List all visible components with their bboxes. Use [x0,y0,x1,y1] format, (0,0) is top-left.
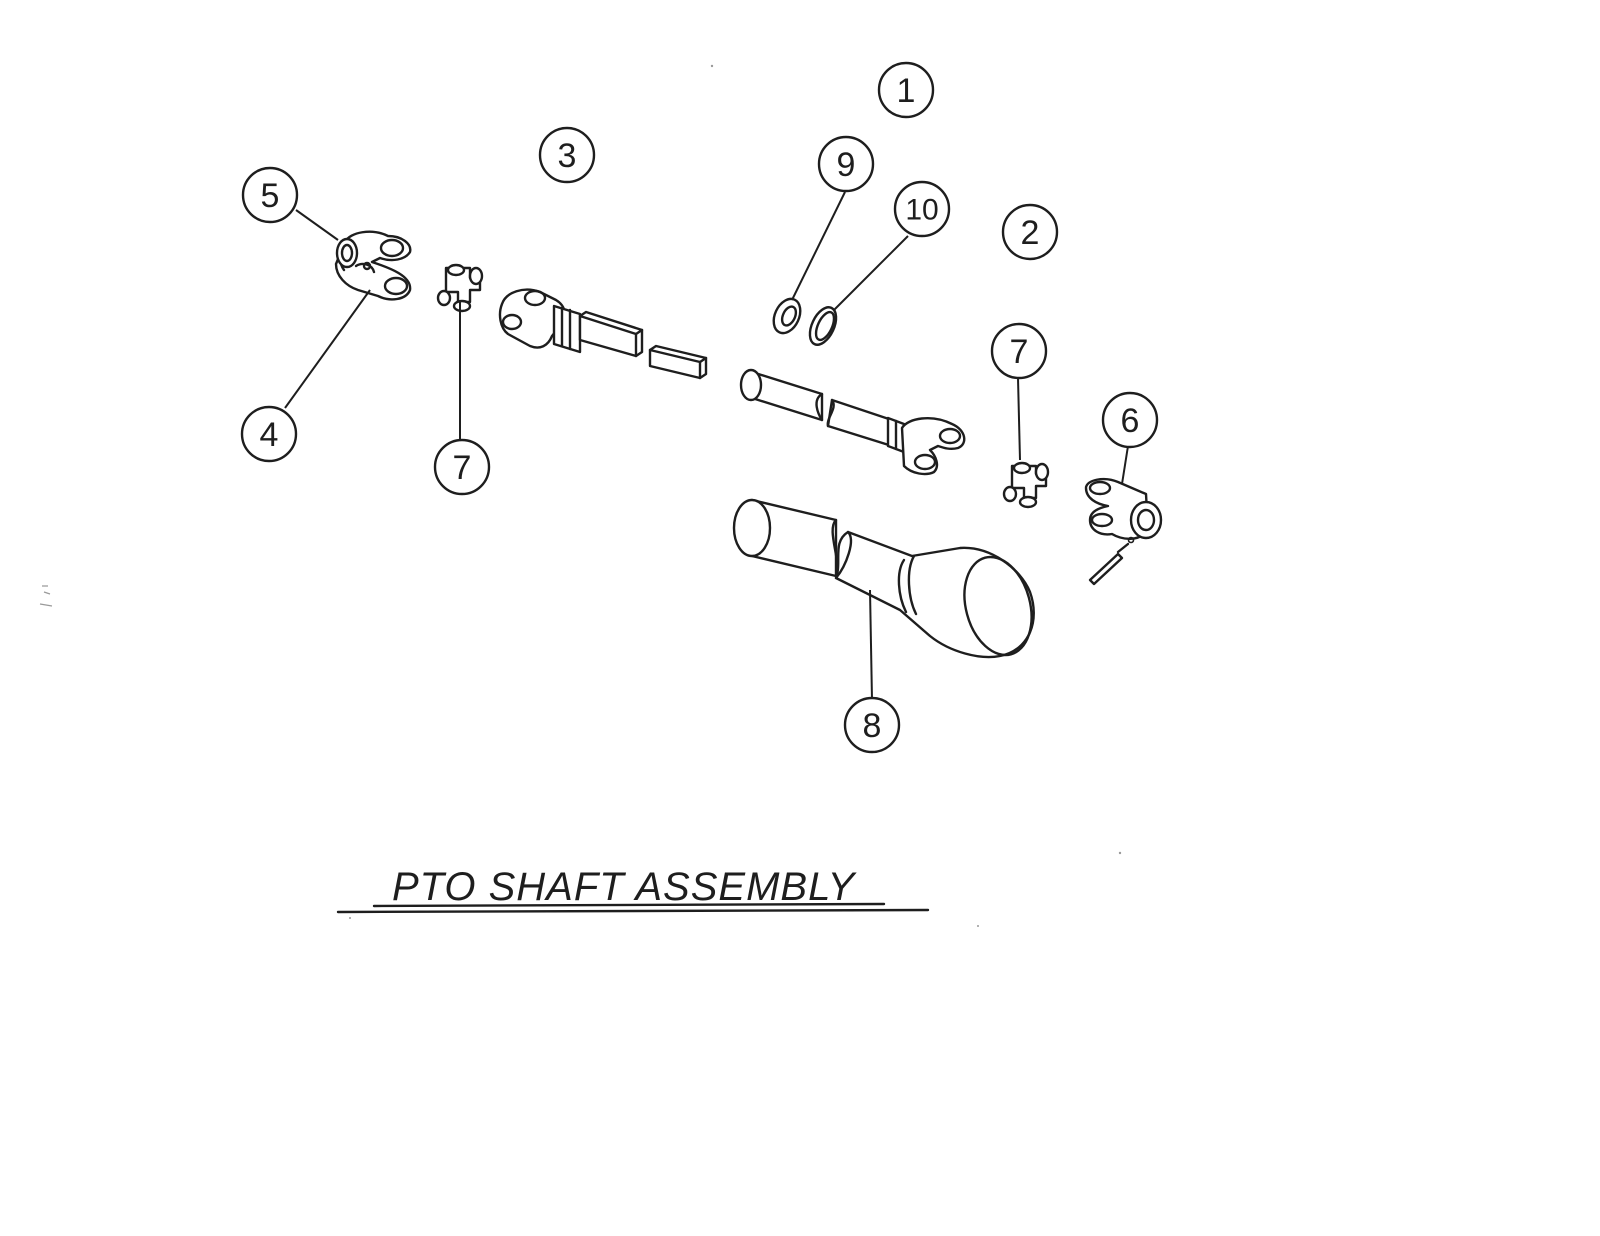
safety-shield-part-8 [732,498,1035,659]
callout-3-label: 3 [558,137,577,175]
callout-7-right-label: 7 [1010,333,1029,371]
title-underline-upper [372,902,886,908]
callout-9-label: 9 [837,146,856,184]
callout-6: 6 [1101,391,1159,449]
callout-1-label: 1 [897,72,916,110]
callout-10: 10 [893,180,951,238]
title-underline-lower [336,908,930,914]
scan-specks [39,64,1122,927]
callout-8: 8 [843,696,901,754]
callout-5-label: 5 [261,177,280,215]
callout-2-label: 2 [1021,214,1040,252]
callout-4: 4 [240,405,298,463]
diagram-title: PTO SHAFT ASSEMBLY [392,865,858,909]
callout-7-right: 7 [990,322,1048,380]
ring-part-10 [808,306,838,346]
callout-2: 2 [1001,203,1059,261]
callout-3: 3 [538,126,596,184]
yoke-part-6 [1084,477,1163,586]
yoke-part-4-5 [334,230,412,301]
callout-4-label: 4 [260,416,279,454]
cross-bearing-right [1002,461,1050,509]
cross-bearing-left [436,263,484,313]
callout-6-label: 6 [1121,402,1140,440]
callout-9: 9 [817,135,875,193]
inner-shaft-half [498,288,708,380]
callout-1: 1 [877,61,935,119]
ring-part-9 [772,297,802,335]
outer-shaft-half [739,368,966,476]
leader-lines [284,191,1129,701]
callout-7-left: 7 [433,438,491,496]
callout-7-left-label: 7 [453,449,472,487]
diagram-title-group: PTO SHAFT ASSEMBLY [336,865,930,914]
callout-8-label: 8 [863,707,882,745]
callout-10-label: 10 [905,194,938,227]
callout-5: 5 [241,166,299,224]
